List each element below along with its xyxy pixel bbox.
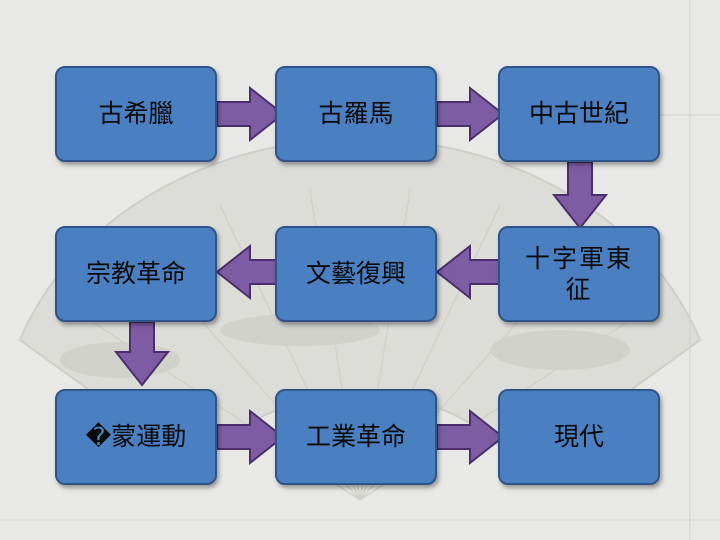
node-reformation[interactable]: 宗教革命 [55,226,217,322]
node-label: 宗教革命 [85,259,186,289]
node-label: 中古世紀 [528,99,629,129]
node-label: 現代 [553,422,604,452]
node-renaissance[interactable]: 文藝復興 [275,226,437,322]
node-label: 工業革命 [305,422,406,452]
node-label: 古羅馬 [318,99,394,129]
node-enlightenment[interactable]: �蒙運動 [55,389,217,485]
node-label: 十字軍東征 [524,243,633,304]
node-label: 古希臘 [98,99,174,129]
node-label: 文藝復興 [305,259,406,289]
node-industrial-revolution[interactable]: 工業革命 [275,389,437,485]
node-label: �蒙運動 [85,422,187,452]
node-modern-times[interactable]: 現代 [498,389,660,485]
node-middle-ages[interactable]: 中古世紀 [498,66,660,162]
node-crusades[interactable]: 十字軍東征 [498,226,660,322]
node-ancient-greece[interactable]: 古希臘 [55,66,217,162]
node-ancient-rome[interactable]: 古羅馬 [275,66,437,162]
